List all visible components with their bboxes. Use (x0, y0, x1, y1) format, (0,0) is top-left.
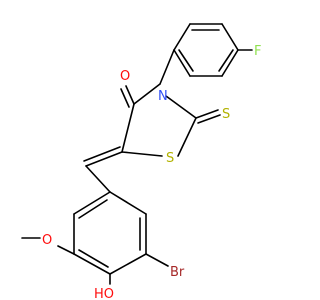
bond (177, 117, 197, 157)
molecule-structure: O N S S F Br O HO (21, 23, 261, 300)
bond (109, 253, 147, 275)
bond (85, 151, 123, 167)
bond (145, 253, 169, 267)
bond (159, 49, 175, 85)
bond (120, 88, 130, 108)
atom-label-sulfur: S (166, 151, 174, 166)
bond (173, 49, 191, 77)
bond (57, 245, 75, 255)
atom-label-nitrogen: N (158, 89, 168, 104)
bond (73, 253, 111, 275)
bond (78, 199, 108, 219)
molecule-canvas: O N S S F Br O HO (21, 23, 261, 300)
bond (178, 49, 194, 72)
bond (197, 114, 221, 124)
atom-label-oxygen: O (120, 69, 130, 84)
bond (109, 191, 147, 215)
atom-label-thione-sulfur: S (222, 107, 230, 122)
bond (73, 191, 111, 215)
bond (195, 109, 219, 119)
bond (133, 83, 161, 105)
atom-label-fluorine: F (254, 44, 261, 59)
bond (218, 49, 234, 72)
bond (125, 85, 135, 105)
bond (121, 103, 135, 153)
bond (121, 151, 163, 157)
bond (173, 23, 191, 51)
atom-label-bromine: Br (170, 265, 185, 280)
bond (85, 165, 111, 193)
bond (221, 23, 239, 51)
atom-label-methoxy-oxygen: O (42, 233, 52, 248)
atom-label-hydroxyl: HO (94, 287, 114, 300)
bond (78, 249, 109, 268)
bond (221, 49, 239, 77)
bond (165, 95, 197, 119)
bond (83, 146, 121, 162)
